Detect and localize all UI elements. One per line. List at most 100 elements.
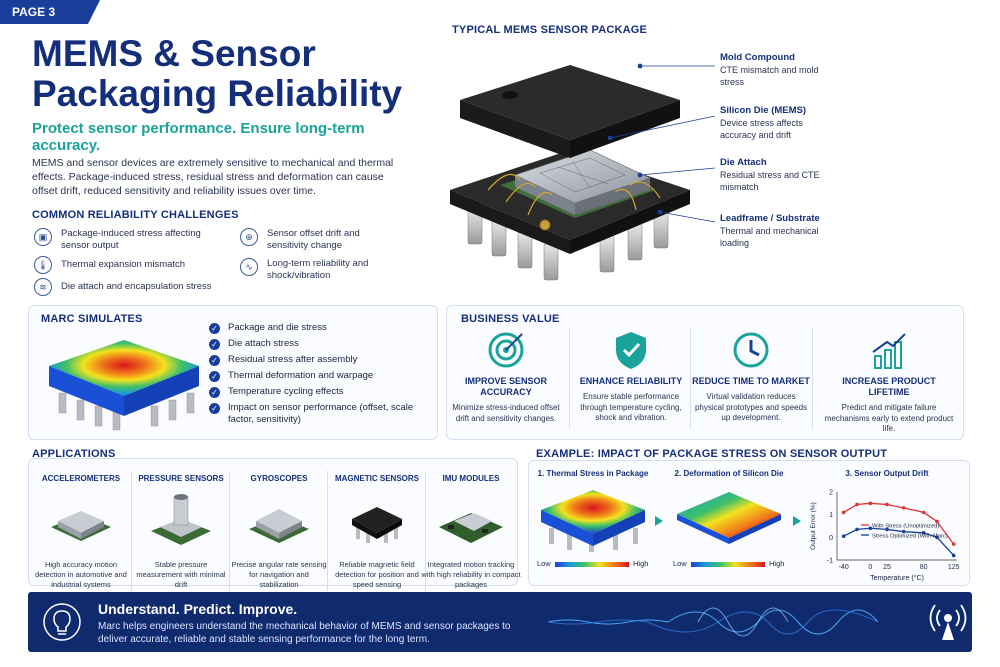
challenge-text: Long-term reliability and shock/vibratio… [267,258,369,281]
x-tick-label: -40 [839,564,849,571]
business-heading: BUSINESS VALUE [461,313,560,325]
marc-item-text: Die attach stress [228,338,299,349]
waveform-icon: ∿ [240,258,258,276]
application-item: MAGNETIC SENSORS Reliable magnetic field… [327,474,427,590]
divider [229,471,230,591]
marc-item-text: Package and die stress [228,322,327,333]
die-deformation-map [677,492,781,544]
x-axis-label: Temperature (°C) [870,574,924,582]
sensor-signal-icon [929,604,967,640]
application-item: ACCELEROMETERS High accuracy motion dete… [31,474,131,590]
example-panel-1: 1. Thermal Stress in Package Low High [533,469,653,571]
data-point [951,542,956,546]
marc-item: ✓ Temperature cycling effects [209,386,429,398]
gyroscope-image [249,509,309,543]
callout-title: Silicon Die (MEMS) [720,105,807,116]
example-panel-2: 2. Deformation of Silicon Die Low High [669,469,789,571]
legend-low: Low [673,559,687,568]
application-text: Reliable magnetic field detection for po… [335,560,419,589]
imu-module-image [439,513,503,543]
data-point [855,502,859,507]
business-item-text: Predict and mitigate failure mechanisms … [824,403,954,433]
data-point [841,510,846,515]
arrow-right-icon [655,516,663,526]
divider [327,471,328,591]
challenge-text: Die attach and encapsulation stress [61,281,212,292]
arrow-right-icon [793,516,801,526]
divider [131,471,132,591]
x-tick-label: 25 [883,564,891,571]
marc-item-text: Residual stress after assembly [228,354,358,365]
callout-title: Die Attach [720,157,767,168]
business-item-text: Minimize stress-induced offset drift and… [452,403,560,423]
challenge-item: ∿ Long-term reliability and shock/vibrat… [240,258,390,282]
callout-desc: Device stress affects accuracy and drift [720,118,803,140]
applications-box: ACCELEROMETERS High accuracy motion dete… [28,458,521,591]
check-icon: ✓ [209,387,220,398]
challenges-heading: COMMON RELIABILITY CHALLENGES [32,209,239,221]
application-text: High accuracy motion detection in automo… [35,560,127,589]
data-point [921,510,926,515]
x-tick-label: 80 [920,564,928,571]
marc-item: ✓ Residual stress after assembly [209,354,429,366]
business-item: REDUCE TIME TO MARKET Virtual validation… [692,328,810,424]
business-item-heading: ENHANCE RELIABILITY [579,376,683,386]
challenge-text: Package-induced stress affecting sensor … [61,228,201,251]
challenge-item: ⊕ Sensor offset drift and sensitivity ch… [240,228,390,252]
footer-banner: Understand. Predict. Improve. Marc helps… [28,592,972,652]
business-item: INCREASE PRODUCT LIFETIME Predict and mi… [823,328,955,435]
application-text: Integrated motion tracking with high rel… [421,560,521,589]
data-point [921,531,926,535]
business-item: ENHANCE RELIABILITY Ensure stable perfor… [572,328,690,424]
challenge-item: ▣ Package-induced stress affecting senso… [34,228,214,252]
marc-item: ✓Impact on sensor performance (offset, s… [209,402,429,426]
application-heading: ACCELEROMETERS [41,474,121,483]
data-point [868,526,873,531]
example-box: 1. Thermal Stress in Package Low High 2.… [528,460,970,586]
example-heading: EXAMPLE: IMPACT OF PACKAGE STRESS ON SEN… [536,448,888,460]
data-point [935,519,939,524]
legend-label: Stress Optimized (With Marc) [872,533,948,539]
legend-scale: Low High [533,559,653,571]
marc-item-text: Thermal deformation and warpage [228,370,374,381]
callout-title: Mold Compound [720,52,795,63]
target-icon [488,332,524,368]
intro-paragraph: MEMS and sensor devices are extremely se… [32,157,394,197]
fea-stress-map [49,340,199,431]
y-tick-label: 1 [829,512,833,519]
application-item: IMU MODULES Integrated motion tracking w… [421,474,521,590]
application-heading: IMU MODULES [442,474,500,483]
check-icon: ✓ [209,323,220,334]
legend-scale: Low High [669,559,789,571]
panel-title: 3. Sensor Output Drift [845,469,929,478]
business-value-box: BUSINESS VALUE IMPROVE SENSOR ACCURACY M… [446,305,964,440]
callout-desc: Residual stress and CTE mismatch [720,170,820,192]
check-icon: ✓ [209,355,220,366]
signal-waveform-graphic [548,607,878,637]
footer-text: Marc helps engineers understand the mech… [98,621,511,645]
application-heading: PRESSURE SENSORS [138,474,224,483]
callout-mold-compound: Mold Compound CTE mismatch and mold stre… [720,52,830,88]
package-heading: TYPICAL MEMS SENSOR PACKAGE [452,24,648,36]
pressure-sensor-image [151,494,211,545]
series-line [843,502,955,545]
marc-item-text: Temperature cycling effects [228,386,344,397]
shield-check-icon [616,332,646,369]
divider [690,328,691,428]
target-icon: ⊕ [240,228,258,246]
business-item-text: Virtual validation reduces physical prot… [694,392,808,422]
footer-heading: Understand. Predict. Improve. [98,601,298,617]
panel-title: 1. Thermal Stress in Package [537,469,649,478]
callout-desc: Thermal and mechanical loading [720,226,819,248]
marc-item: ✓ Thermal deformation and warpage [209,370,429,382]
check-icon: ✓ [209,371,220,382]
data-point [951,553,956,558]
thermal-stress-map [541,490,645,552]
magnetic-sensor-image [352,507,402,543]
divider [812,328,813,428]
accelerometer-image [51,511,111,541]
mems-package-illustration [450,65,690,281]
page-subtitle: Protect sensor performance. Ensure long-… [32,120,365,154]
applications-heading: APPLICATIONS [32,448,116,460]
